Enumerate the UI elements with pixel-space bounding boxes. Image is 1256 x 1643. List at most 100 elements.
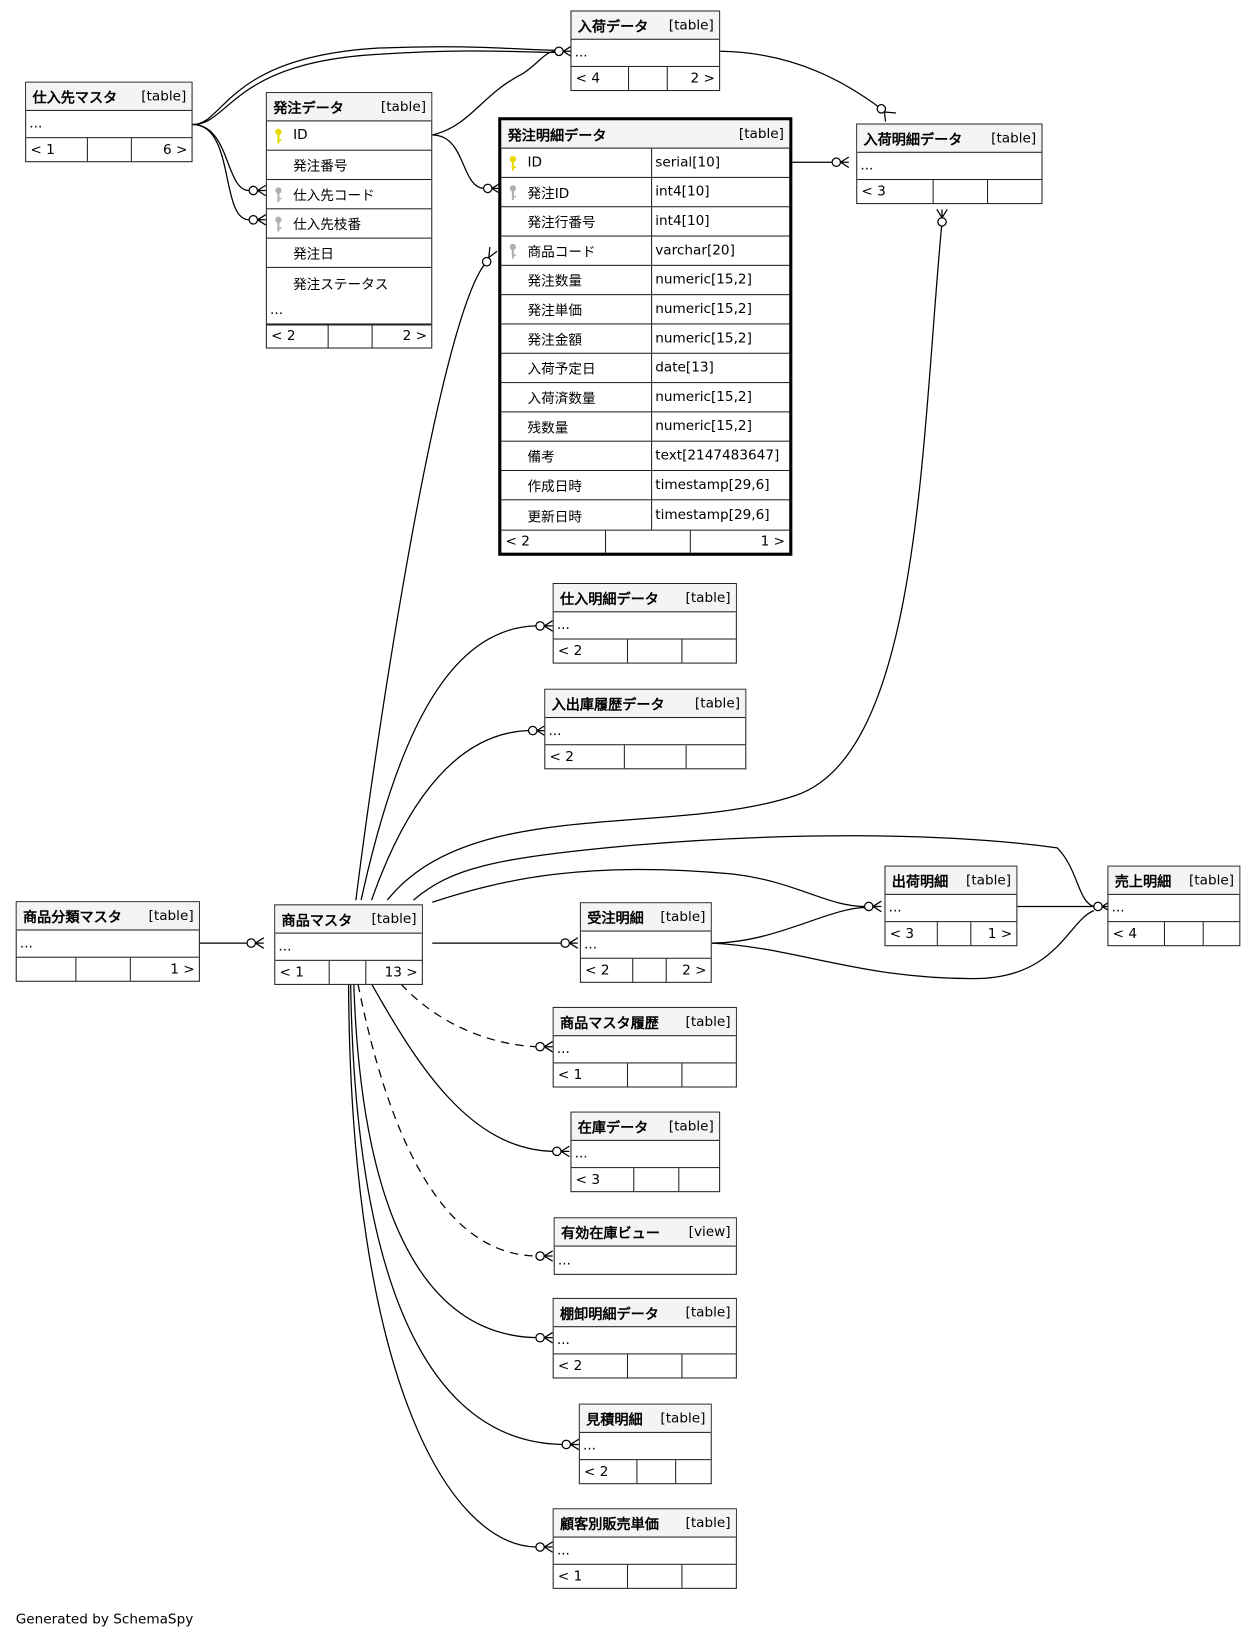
row-count — [632, 958, 665, 982]
table-tanaoroshi-meisai-data[interactable]: 棚卸明細データ[table] ... < 2 — [552, 1297, 737, 1379]
row-count — [626, 1564, 681, 1588]
column-row: 発注日 — [266, 239, 432, 268]
table-type: [table] — [380, 98, 427, 115]
table-name: 顧客別販売単価 — [559, 1516, 659, 1534]
crows-foot-zero-many-marker — [535, 1040, 553, 1053]
row-count — [636, 1460, 675, 1484]
table-type: [view] — [688, 1224, 731, 1240]
table-shohin-bunrui-master[interactable]: 商品分類マスタ[table] ... 1 > — [15, 901, 200, 982]
table-type: [table] — [148, 908, 194, 924]
column-type: numeric[15,2] — [651, 324, 789, 353]
child-count — [1202, 922, 1240, 946]
child-count: 6 > — [130, 138, 192, 162]
edge-shohin-nyushukko — [370, 729, 529, 901]
parent-count: < 3 — [861, 183, 886, 200]
column-name: 作成日時 — [527, 479, 582, 496]
edge-shohin-kokyaku — [347, 983, 536, 1548]
table-kokyaku-betsu-hanbai-tanka[interactable]: 顧客別販売単価[table] ... < 1 — [552, 1508, 737, 1589]
row-count — [626, 1354, 681, 1378]
column-row: ID — [266, 121, 432, 151]
foreign-key-icon — [267, 186, 290, 203]
column-name: ID — [527, 154, 543, 171]
table-name: 発注データ — [273, 100, 344, 118]
child-count — [681, 1564, 735, 1588]
edge-shohin-hacchumeisai — [355, 261, 488, 901]
column-name: 発注日 — [293, 247, 334, 263]
row-count — [626, 1063, 681, 1087]
child-count: 1 > — [129, 957, 199, 981]
table-nyuka-meisai-data[interactable]: 入荷明細データ[table] ... < 3 — [856, 123, 1043, 205]
column-name: 入荷済数量 — [527, 391, 596, 408]
columns-collapsed: ... — [553, 1538, 736, 1565]
table-name: 仕入明細データ — [559, 591, 659, 609]
column-row: 仕入先枝番 — [266, 209, 432, 239]
parent-count: < 2 — [557, 643, 583, 659]
table-name: 出荷明細 — [891, 873, 949, 891]
child-count: 2 > — [666, 66, 719, 91]
table-uriage-meisai[interactable]: 売上明細[table] ... < 4 — [1107, 865, 1241, 947]
crows-foot-zero-many-marker — [560, 937, 579, 949]
table-name: 商品マスタ履歴 — [559, 1015, 659, 1033]
table-nyushukko-rireki-data[interactable]: 入出庫履歴データ[table] ... < 2 — [544, 688, 747, 770]
table-type: [table] — [991, 130, 1037, 147]
crows-foot-zero-many-marker — [481, 246, 498, 267]
table-shohin-master-rireki[interactable]: 商品マスタ履歴[table] ... < 1 — [552, 1006, 737, 1088]
columns-collapsed: ... — [275, 934, 422, 961]
row-count — [633, 1168, 678, 1192]
column-name: 発注数量 — [527, 274, 582, 290]
child-count: 1 > — [689, 530, 789, 553]
parent-count: < 4 — [1112, 925, 1138, 942]
table-name: 売上明細 — [1114, 873, 1172, 891]
crows-foot-zero-many-marker — [482, 182, 501, 195]
columns-collapsed: ... — [545, 718, 746, 746]
row-count — [626, 639, 681, 663]
columns-collapsed: ... — [553, 612, 736, 640]
column-name: 備考 — [527, 450, 555, 466]
child-count — [681, 1354, 735, 1378]
child-count: 2 > — [665, 958, 711, 982]
edge-nyuka-nyukameisai — [720, 50, 882, 110]
table-type: [table] — [668, 17, 714, 33]
table-name: 商品マスタ — [281, 912, 353, 930]
columns-collapsed: ... — [579, 1433, 711, 1461]
table-type: [table] — [738, 126, 784, 142]
table-name: 受注明細 — [587, 910, 644, 928]
table-mitsumori-meisai[interactable]: 見積明細[table] ... < 2 — [578, 1403, 712, 1485]
crows-foot-zero-many-marker — [535, 1541, 553, 1553]
edge-shohin-zaiko — [371, 983, 553, 1152]
table-type: [table] — [685, 589, 731, 606]
column-name: 発注金額 — [527, 332, 582, 349]
column-row: 発注金額 numeric[15,2] — [501, 324, 790, 354]
table-name: 在庫データ — [577, 1119, 649, 1137]
table-name: 入出庫履歴データ — [551, 697, 665, 714]
child-count — [685, 745, 746, 769]
column-row: 作成日時 timestamp[29,6] — [501, 471, 790, 501]
table-type: [table] — [694, 695, 741, 712]
columns-collapsed: ... — [553, 1327, 736, 1355]
column-type: timestamp[29,6] — [651, 500, 789, 530]
columns-collapsed: ... — [26, 111, 192, 139]
crows-foot-zero-many-marker — [248, 184, 267, 197]
table-name: 商品分類マスタ — [23, 909, 122, 927]
column-name: 商品コード — [527, 244, 596, 261]
parent-count: < 3 — [889, 925, 915, 942]
column-type: timestamp[29,6] — [651, 471, 789, 500]
table-name: 棚卸明細データ — [559, 1306, 659, 1324]
view-yuko-zaiko[interactable]: 有効在庫ビュー[view] ... — [553, 1217, 737, 1275]
table-zaiko-data[interactable]: 在庫データ[table] ... < 3 — [570, 1111, 721, 1193]
columns-collapsed: ... — [571, 40, 720, 67]
table-type: [table] — [685, 1304, 731, 1321]
table-name: 見積明細 — [586, 1411, 643, 1429]
table-shiire-meisai-data[interactable]: 仕入明細データ [table] ... < 2 — [552, 583, 737, 664]
